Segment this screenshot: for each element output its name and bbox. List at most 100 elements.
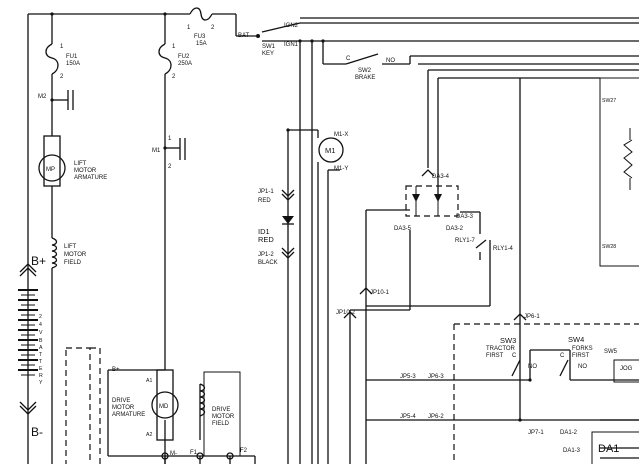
fuse-fu1-icon — [45, 43, 59, 75]
svg-text:IGN1: IGN1 — [284, 42, 299, 48]
svg-text:RED: RED — [258, 198, 271, 204]
svg-text:B-: B- — [31, 425, 43, 439]
svg-text:DA1-3: DA1-3 — [563, 448, 581, 454]
drive-motor-icon — [151, 391, 179, 419]
svg-text:M-: M- — [170, 451, 177, 457]
drive-enclosure-left — [65, 347, 91, 464]
svg-text:1: 1 — [60, 44, 64, 50]
m1-coil: M1 M1-X M1-Y — [318, 132, 348, 172]
drive-motor-field: DRIVE MOTOR FIELD F1 F2 — [161, 371, 248, 460]
m2-contact: M2 — [38, 94, 47, 100]
da1-block: DA1 — [591, 431, 639, 464]
main-wiring — [27, 13, 639, 464]
svg-text:JP10-2: JP10-2 — [336, 310, 356, 316]
connector-jp10-1-icon — [359, 287, 373, 295]
svg-text:MOTOR: MOTOR — [64, 252, 87, 258]
svg-text:NO: NO — [578, 364, 587, 370]
svg-text:MP: MP — [46, 167, 55, 173]
svg-text:SW1: SW1 — [262, 44, 276, 50]
minus-arrow-icon — [19, 401, 37, 411]
svg-text:T: T — [39, 359, 43, 365]
connector-da3-4-icon — [421, 169, 435, 177]
svg-text:2: 2 — [172, 74, 176, 80]
svg-text:V: V — [39, 330, 43, 336]
coil-icon — [51, 237, 58, 269]
sw2-brake-switch: C NO SW2 BRAKE — [346, 56, 395, 81]
svg-text:JP1-1: JP1-1 — [258, 189, 274, 195]
svg-text:FU2: FU2 — [178, 54, 190, 60]
svg-text:E: E — [39, 366, 43, 372]
svg-text:LIFT: LIFT — [64, 244, 77, 250]
svg-text:DA3-4: DA3-4 — [432, 174, 450, 180]
svg-text:JOG: JOG — [620, 366, 633, 372]
svg-text:150A: 150A — [66, 61, 80, 67]
svg-text:DA1-2: DA1-2 — [560, 430, 578, 436]
svg-text:SW3: SW3 — [500, 336, 516, 345]
svg-text:ARMATURE: ARMATURE — [74, 175, 107, 181]
svg-text:LIFT: LIFT — [74, 161, 87, 167]
controller-box: SW27 SW28 — [599, 77, 639, 267]
svg-text:4: 4 — [39, 322, 42, 328]
svg-text:JP5-4: JP5-4 — [400, 414, 416, 420]
harness-labels: JP10-1 JP10-2 JP6-1 JP5-3 JP6-3 JP5-4 JP… — [336, 287, 581, 454]
connector-jp6-1-icon — [513, 313, 527, 321]
svg-text:IGN2: IGN2 — [284, 23, 299, 29]
svg-text:2: 2 — [168, 164, 172, 170]
svg-text:RLY1-4: RLY1-4 — [493, 246, 514, 252]
fu1: 1 FU1 150A 2 — [45, 43, 80, 80]
svg-text:NO: NO — [528, 364, 537, 370]
svg-text:SW4: SW4 — [568, 335, 584, 344]
svg-text:T: T — [39, 352, 43, 358]
lift-motor: MP LIFT MOTOR ARMATURE — [38, 135, 107, 187]
svg-text:ARMATURE: ARMATURE — [112, 412, 145, 418]
sw27-label: SW27 — [602, 98, 616, 104]
svg-text:BLACK: BLACK — [258, 260, 278, 266]
svg-text:NO: NO — [386, 58, 395, 64]
drive-motor: MD B+ A1 A2 DRIVE MOTOR ARMATURE M- — [112, 367, 179, 457]
connector-jp1-2-icon — [281, 247, 295, 255]
svg-text:B: B — [39, 338, 43, 344]
lift-field: LIFT MOTOR FIELD — [51, 237, 87, 269]
battery-cells-icon — [18, 289, 38, 376]
svg-text:JP10-1: JP10-1 — [370, 290, 390, 296]
svg-text:JP6-1: JP6-1 — [524, 314, 540, 320]
svg-text:B+: B+ — [112, 367, 120, 373]
svg-text:F2: F2 — [240, 448, 248, 454]
svg-text:MOTOR: MOTOR — [74, 168, 97, 174]
svg-text:M1-Y: M1-Y — [334, 166, 348, 172]
svg-text:FU1: FU1 — [66, 54, 78, 60]
svg-text:C: C — [512, 353, 517, 359]
m1-contact: 1 M1 2 — [152, 136, 172, 170]
svg-text:250A: 250A — [178, 61, 192, 67]
svg-text:DRIVE: DRIVE — [212, 407, 230, 413]
svg-text:M2: M2 — [38, 94, 47, 100]
svg-text:F1: F1 — [190, 450, 198, 456]
svg-text:FU3: FU3 — [194, 34, 206, 40]
svg-text:1: 1 — [168, 136, 172, 142]
svg-text:MOTOR: MOTOR — [112, 405, 135, 411]
drive-enclosure-edge — [90, 347, 101, 464]
plus-arrow-icon — [19, 263, 37, 273]
svg-text:M1: M1 — [152, 148, 161, 154]
svg-text:DA3-2: DA3-2 — [446, 226, 464, 232]
battery: B+ 2 4 V B A T T E R Y — [18, 254, 46, 439]
da3-enclosure — [405, 185, 459, 217]
resistor-symbol — [623, 139, 633, 179]
controller-outline — [599, 77, 639, 267]
svg-text:DA3-5: DA3-5 — [394, 226, 412, 232]
junction-dots — [50, 12, 532, 422]
svg-text:SW2: SW2 — [358, 68, 372, 74]
svg-text:JP5-3: JP5-3 — [400, 374, 416, 380]
sw28-label: SW28 — [602, 244, 616, 250]
svg-text:ID1: ID1 — [258, 227, 270, 236]
svg-text:2: 2 — [39, 314, 42, 320]
svg-text:2: 2 — [211, 25, 215, 31]
svg-text:MD: MD — [159, 404, 169, 410]
svg-text:FIRST: FIRST — [572, 353, 590, 359]
dashed-enclosures — [65, 185, 639, 464]
lift-motor-icon — [38, 154, 66, 182]
svg-text:C: C — [560, 353, 565, 359]
da3-block: DA3-4 DA3-3 DA3-2 DA3-5 RLY1-7 RLY1-4 — [394, 169, 514, 252]
switch-pivot-icon — [256, 34, 260, 38]
svg-text:DA3-3: DA3-3 — [456, 214, 474, 220]
